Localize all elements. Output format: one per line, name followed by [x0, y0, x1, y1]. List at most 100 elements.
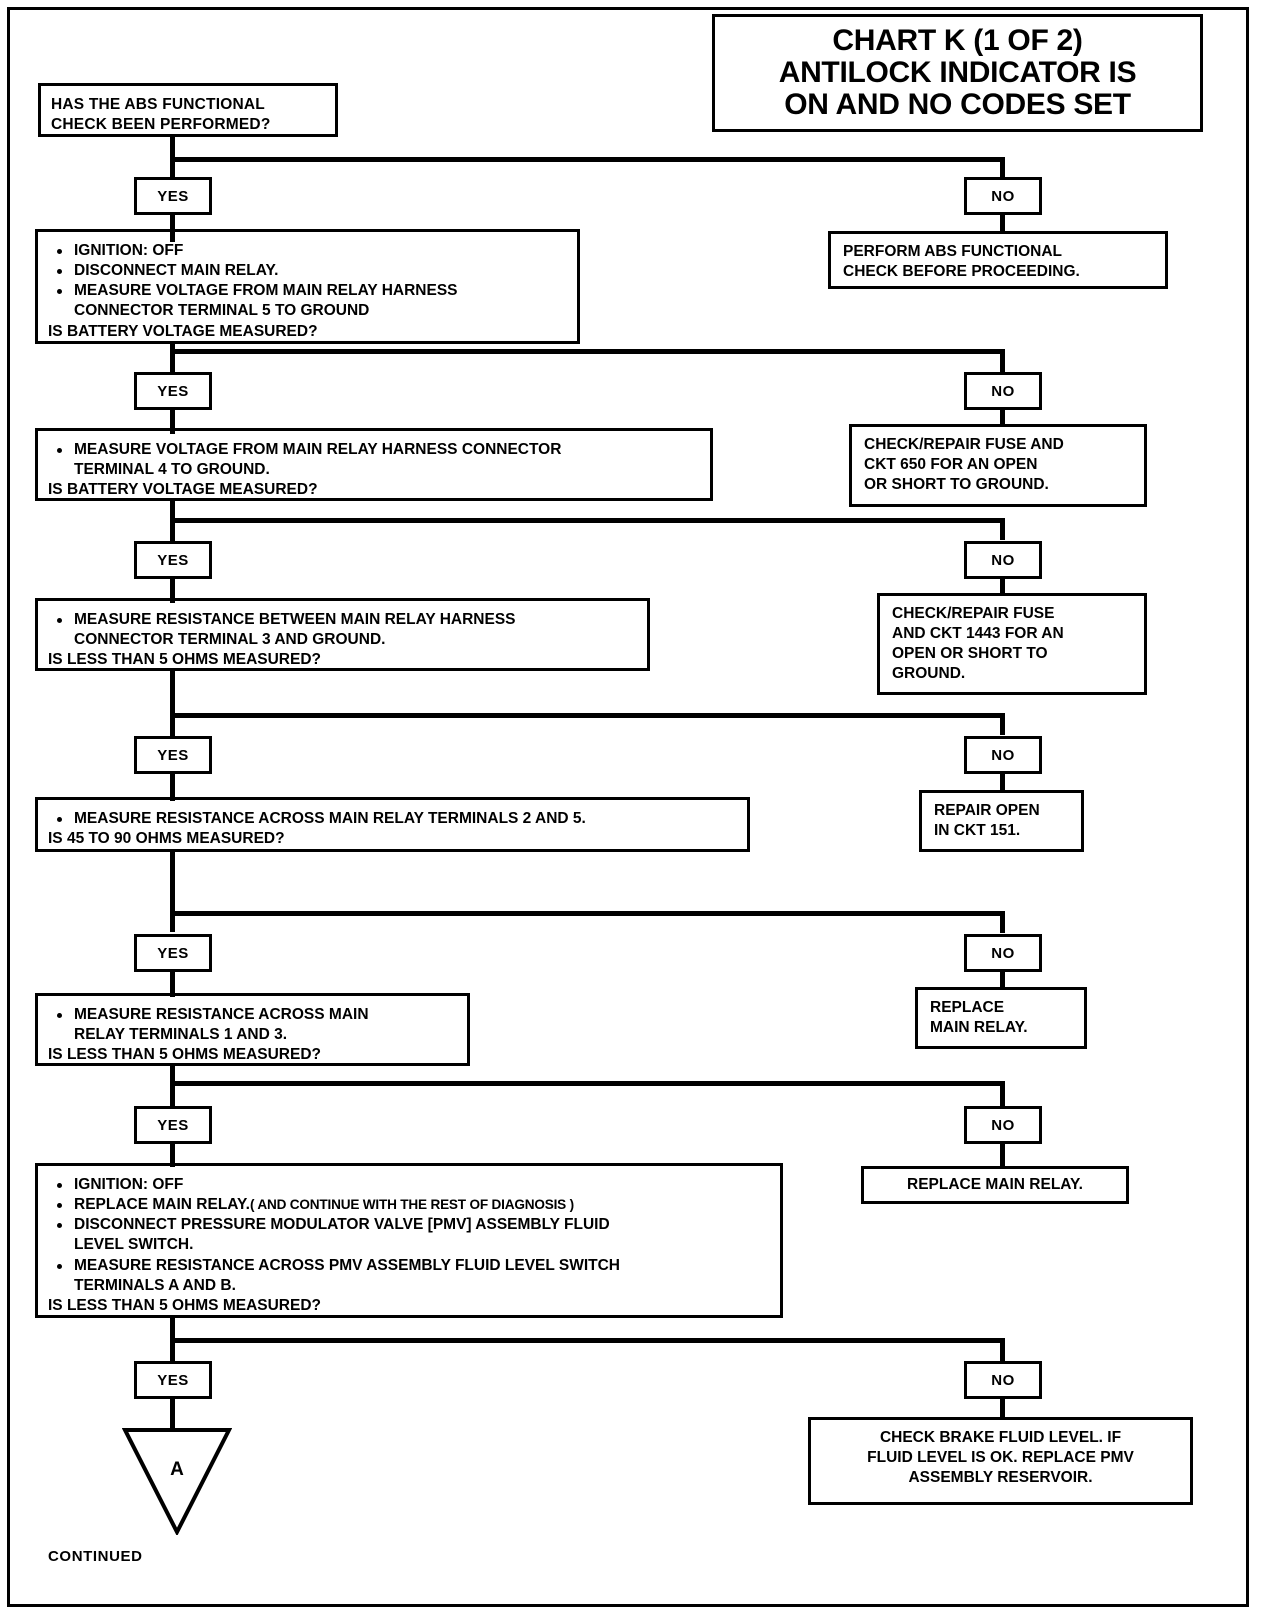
outcome-o3-line-3: OPEN OR SHORT TO [892, 645, 1048, 663]
connector-q6-yes-down [170, 1143, 175, 1167]
connector-q2-stem [170, 344, 175, 386]
connector-q2-yes-down [170, 409, 175, 434]
connector-q5-stem [170, 852, 175, 932]
connector-q5-yes-down [170, 971, 175, 997]
step-q7-bullet-3: DISCONNECT PRESSURE MODULATOR VALVE [PMV… [48, 1215, 770, 1235]
branch-yes-q6: YES [134, 1106, 212, 1144]
step-q6-cont: RELAY TERMINALS 1 AND 3. [74, 1026, 288, 1044]
connector-q5-no-down [1000, 971, 1005, 990]
step-q4-cont: CONNECTOR TERMINAL 3 AND GROUND. [74, 631, 386, 649]
outcome-box-o5: REPLACE MAIN RELAY. [915, 987, 1087, 1049]
outcome-o7-line-1: CHECK BRAKE FLUID LEVEL. IF [879, 1429, 1122, 1446]
step-q7-bullet-2-main: REPLACE MAIN RELAY. [74, 1196, 250, 1214]
connector-q3-branch [170, 518, 1005, 523]
step-q1-line-2: CHECK BEEN PERFORMED? [51, 115, 271, 133]
outcome-o4-line-2: IN CKT 151. [934, 822, 1021, 840]
outcome-o1-line-1: PERFORM ABS FUNCTIONAL [843, 243, 1062, 260]
step-q7-cont-2: TERMINALS A AND B. [74, 1276, 236, 1294]
branch-yes-q3-label: YES [157, 551, 189, 569]
branch-no-q3: NO [964, 541, 1042, 579]
outcome-o2-line-2: CKT 650 FOR AN OPEN [864, 456, 1038, 474]
branch-no-q7-label: NO [991, 1371, 1015, 1389]
connector-q3-stem [170, 501, 175, 553]
outcome-o4-line-1: REPAIR OPEN [934, 802, 1040, 819]
branch-yes-q1-label: YES [157, 187, 189, 205]
step-q4-bullet-1: MEASURE RESISTANCE BETWEEN MAIN RELAY HA… [48, 610, 637, 630]
connector-q5-no-stem [1000, 911, 1005, 933]
step-q3-question: IS BATTERY VOLTAGE MEASURED? [48, 481, 318, 499]
branch-yes-q5: YES [134, 934, 212, 972]
chart-title-block: CHART K (1 OF 2) ANTILOCK INDICATOR IS O… [712, 14, 1203, 132]
step-q6-bullet-1: MEASURE RESISTANCE ACROSS MAIN [48, 1005, 457, 1025]
connector-q6-branch [170, 1081, 1005, 1086]
outcome-o7-line-2: FLUID LEVEL IS OK. REPLACE PMV [867, 1449, 1134, 1467]
step-q5-question: IS 45 TO 90 OHMS MEASURED? [48, 830, 285, 848]
connector-q5-branch [170, 911, 1005, 916]
step-q1-line-1: HAS THE ABS FUNCTIONAL [51, 96, 265, 113]
step-q4-question: IS LESS THAN 5 OHMS MEASURED? [48, 651, 321, 669]
outcome-o7-line-3: ASSEMBLY RESERVOIR. [908, 1469, 1093, 1487]
step-box-q5: MEASURE RESISTANCE ACROSS MAIN RELAY TER… [35, 797, 750, 852]
branch-yes-q7-label: YES [157, 1371, 189, 1389]
branch-yes-q1: YES [134, 177, 212, 215]
connector-q6-no-stem [1000, 1081, 1005, 1107]
branch-no-q7: NO [964, 1361, 1042, 1399]
outcome-o6-line-1: REPLACE MAIN RELAY. [907, 1175, 1083, 1193]
connector-q3-yes-down [170, 578, 175, 603]
off-page-connector-a: A [121, 1427, 233, 1537]
connector-q4-no-stem [1000, 713, 1005, 735]
step-q2-bullet-1: IGNITION: OFF [48, 241, 567, 261]
connector-q7-branch [170, 1338, 1005, 1343]
outcome-box-o3: CHECK/REPAIR FUSE AND CKT 1443 FOR AN OP… [877, 593, 1147, 695]
branch-no-q4: NO [964, 736, 1042, 774]
branch-no-q1-label: NO [991, 187, 1015, 205]
connector-q4-yes-down [170, 773, 175, 801]
connector-q1-branch [170, 157, 1005, 162]
step-box-q3: MEASURE VOLTAGE FROM MAIN RELAY HARNESS … [35, 428, 713, 501]
connector-q2-no-stem [1000, 349, 1005, 373]
step-q7-cont-1: LEVEL SWITCH. [74, 1236, 194, 1254]
connector-q3-no-stem [1000, 518, 1005, 540]
step-q7-question: IS LESS THAN 5 OHMS MEASURED? [48, 1296, 321, 1314]
step-q6-question: IS LESS THAN 5 OHMS MEASURED? [48, 1046, 321, 1064]
step-q7-bullet-4: MEASURE RESISTANCE ACROSS PMV ASSEMBLY F… [48, 1256, 770, 1276]
page-border [7, 7, 1249, 1607]
step-q2-cont: CONNECTOR TERMINAL 5 TO GROUND [74, 302, 370, 320]
outcome-o2-line-1: CHECK/REPAIR FUSE AND [864, 436, 1064, 453]
connector-q6-stem [170, 1066, 175, 1107]
step-q3-bullet-1: MEASURE VOLTAGE FROM MAIN RELAY HARNESS … [48, 440, 700, 460]
step-q2-bullet-3: MEASURE VOLTAGE FROM MAIN RELAY HARNESS [48, 281, 567, 301]
connector-q7-yes-down [170, 1398, 175, 1430]
continued-label: CONTINUED [48, 1548, 143, 1565]
branch-yes-q4-label: YES [157, 746, 189, 764]
branch-yes-q3: YES [134, 541, 212, 579]
step-q3-cont: TERMINAL 4 TO GROUND. [74, 461, 270, 479]
connector-q1-yes-down [170, 214, 175, 242]
branch-no-q1: NO [964, 177, 1042, 215]
outcome-box-o7: CHECK BRAKE FLUID LEVEL. IF FLUID LEVEL … [808, 1417, 1193, 1505]
step-q2-question: IS BATTERY VOLTAGE MEASURED? [48, 322, 318, 340]
chart-title-line-1: CHART K (1 OF 2) [832, 24, 1083, 58]
step-q7-bullet-2: REPLACE MAIN RELAY.( AND CONTINUE WITH T… [48, 1195, 770, 1215]
branch-yes-q5-label: YES [157, 944, 189, 962]
branch-no-q3-label: NO [991, 551, 1015, 569]
connector-q1-no-down [1000, 214, 1005, 234]
connector-q4-no-down [1000, 773, 1005, 793]
branch-no-q2-label: NO [991, 382, 1015, 400]
off-page-connector-a-label: A [170, 1459, 184, 1480]
triangle-icon [121, 1428, 233, 1537]
branch-no-q6-label: NO [991, 1116, 1015, 1134]
step-box-q1: HAS THE ABS FUNCTIONAL CHECK BEEN PERFOR… [38, 83, 338, 137]
connector-q6-no-down [1000, 1143, 1005, 1169]
connector-q7-no-stem [1000, 1338, 1005, 1362]
branch-no-q4-label: NO [991, 746, 1015, 764]
connector-q3-no-down [1000, 578, 1005, 596]
branch-no-q5: NO [964, 934, 1042, 972]
step-box-q6: MEASURE RESISTANCE ACROSS MAIN RELAY TER… [35, 993, 470, 1066]
outcome-o1-line-2: CHECK BEFORE PROCEEDING. [843, 263, 1080, 281]
step-box-q7: IGNITION: OFF REPLACE MAIN RELAY.( AND C… [35, 1163, 783, 1318]
outcome-box-o2: CHECK/REPAIR FUSE AND CKT 650 FOR AN OPE… [849, 424, 1147, 507]
connector-q2-branch [170, 349, 1005, 354]
outcome-o5-line-2: MAIN RELAY. [930, 1019, 1028, 1037]
